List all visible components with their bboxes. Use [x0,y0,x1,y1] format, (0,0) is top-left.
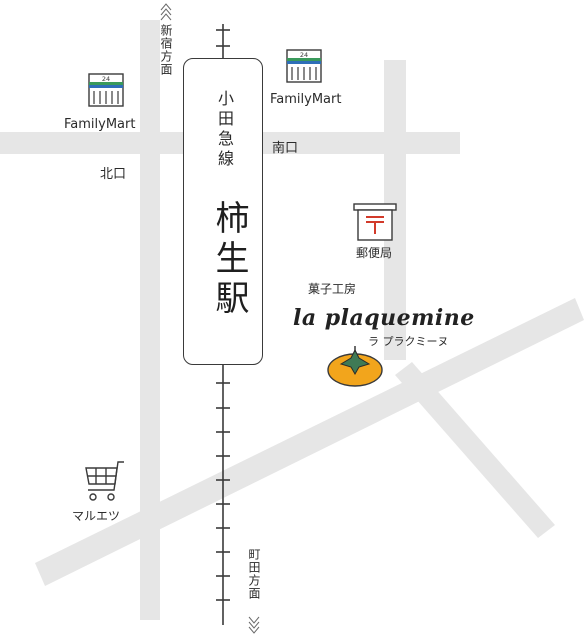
railway-ticks-south [216,382,230,601]
south-direction-arrow-icon [248,616,260,634]
road-diagonal-main [35,298,584,586]
road-vertical-left [140,20,160,620]
convenience-store-icon: 24 [88,73,124,107]
road-diagonal-spur [395,362,555,538]
north-direction-arrow-icon [160,3,172,21]
north-direction-label: 新宿方面 [159,24,173,76]
familymart-east-label: FamilyMart [270,92,342,107]
svg-text:24: 24 [300,51,308,59]
svg-text:24: 24 [102,75,110,83]
post-office-icon [353,203,397,241]
persimmon-icon [327,346,383,387]
station-building [183,58,263,365]
shop-subtitle: 菓子工房 [308,282,357,296]
familymart-west-label: FamilyMart [64,117,136,132]
shopping-cart-icon [85,461,124,501]
supermarket-label: マルエツ [72,509,121,523]
shop-name-kana: ラ プラクミーヌ [368,335,449,348]
south-direction-label: 町田方面 [247,548,261,600]
convenience-store-icon: 24 [286,49,322,83]
north-exit-label: 北口 [100,167,127,182]
railway-line-name: 小田急線 [215,90,234,170]
south-exit-label: 南口 [272,141,299,156]
shop-name: la plaquemine [293,305,475,331]
station-name: 柿生駅 [209,200,249,320]
post-office-label: 郵便局 [356,246,393,260]
